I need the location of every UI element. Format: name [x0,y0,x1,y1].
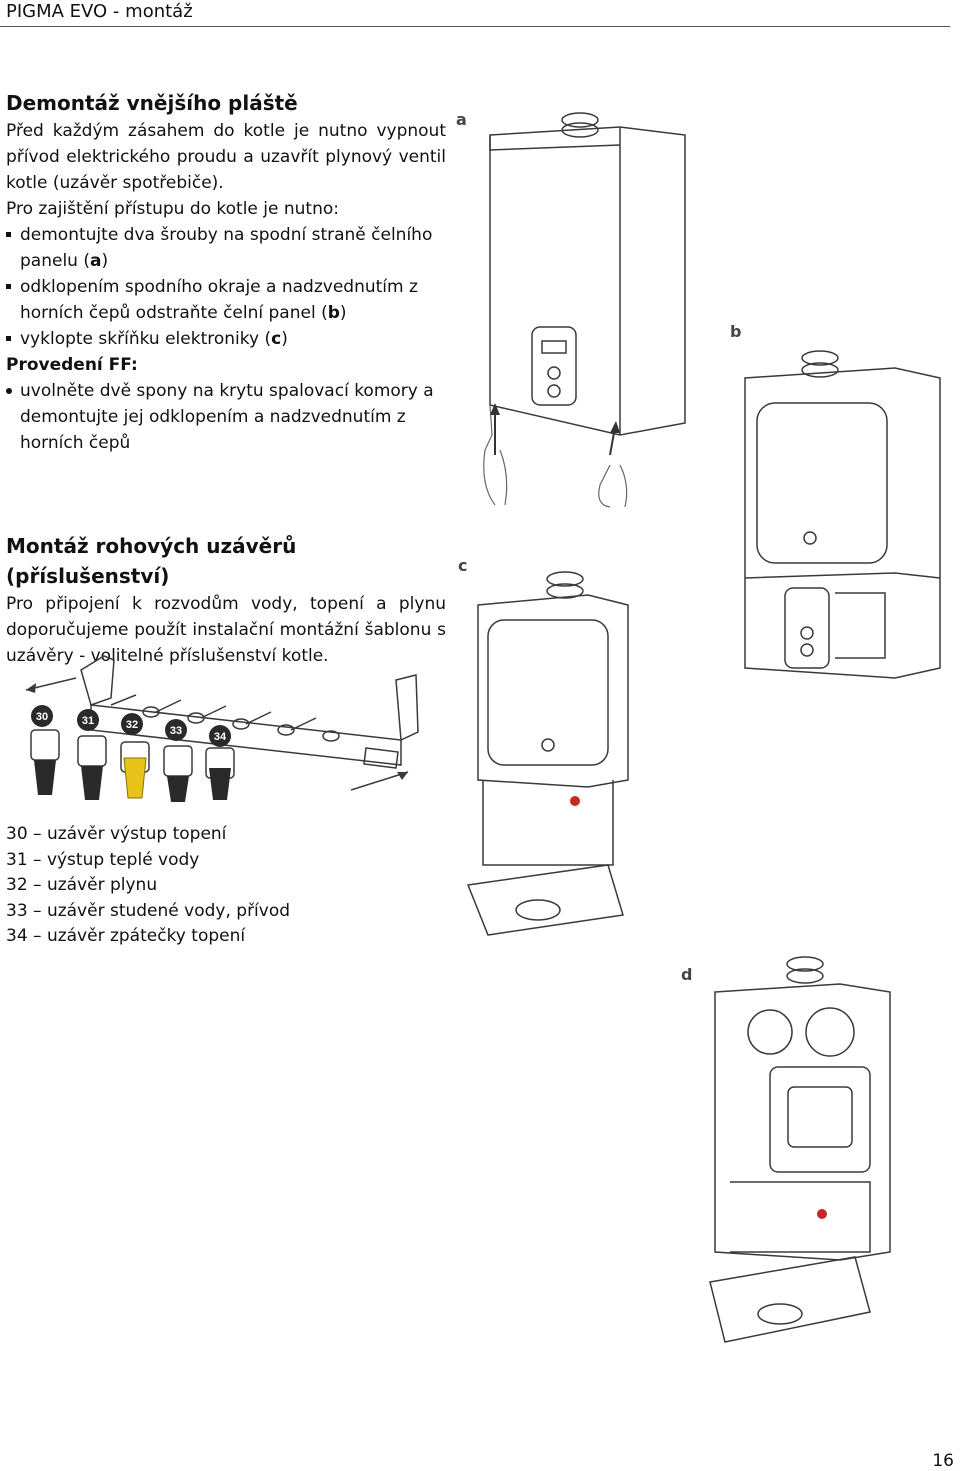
intro-paragraph: Před každým zásahem do kotle je nutno vy… [6,121,446,193]
list-item: vyklopte skříňku elektroniky (c) [6,326,446,352]
red-indicator [817,1209,827,1219]
valve-number: 31 [82,715,94,727]
figure-label-c: c [458,556,468,575]
legend-item: 34 – uzávěr zpátečky topení [6,926,246,946]
figure-d-combustion-chamber-open [709,956,891,1343]
figure-a-front-panel-screws [483,112,686,508]
figure-label-b: b [730,322,742,341]
valve-number: 32 [126,719,138,731]
valve-number: 30 [36,711,48,723]
section-heading: Demontáž vnějšího pláště [6,91,298,115]
list-item: odklopením spodního okraje a nadzvednutí… [6,274,446,326]
figure-label-d: d [681,965,693,984]
page-header: PIGMA EVO - montáž [0,0,950,27]
section-corner-valves: Montáž rohových uzávěrů (příslušenství) … [6,531,446,669]
lead-paragraph: Pro zajištění přístupu do kotle je nutno… [6,199,340,219]
intro-paragraph: Pro připojení k rozvodům vody, topení a … [6,594,446,666]
valve-number: 33 [170,725,182,737]
valves-legend: 30 – uzávěr výstup topení 31 – výstup te… [6,822,446,950]
ff-list: uvolněte dvě spony na krytu spalovací ko… [6,378,446,456]
list-item: uvolněte dvě spony na krytu spalovací ko… [6,378,446,456]
legend-item: 30 – uzávěr výstup topení [6,824,227,844]
figure-label-a: a [456,110,467,129]
red-indicator [570,796,580,806]
valve-number-badges [31,705,231,747]
valve-handles [34,757,231,802]
figure-c-electronics-box-tilted [466,571,629,936]
steps-list: demontujte dva šrouby na spodní straně č… [6,222,446,352]
legend-item: 32 – uzávěr plynu [6,875,158,895]
list-item: demontujte dva šrouby na spodní straně č… [6,222,446,274]
section-heading: Montáž rohových uzávěrů (příslušenství) [6,534,297,588]
legend-item: 31 – výstup teplé vody [6,849,200,870]
legend-item: 33 – uzávěr studené vody, přívod [6,900,291,921]
ff-subheading: Provedení FF: [6,355,138,375]
document-title: PIGMA EVO - montáž [6,1,193,22]
figure-b-front-panel-removed [744,350,941,679]
page-number: 16 [932,1451,954,1471]
section-exterior-removal: Demontáž vnějšího pláště Před každým zás… [6,88,446,456]
valve-number: 34 [214,731,227,743]
valves-template-figure: 30 31 32 33 34 [25,655,419,802]
